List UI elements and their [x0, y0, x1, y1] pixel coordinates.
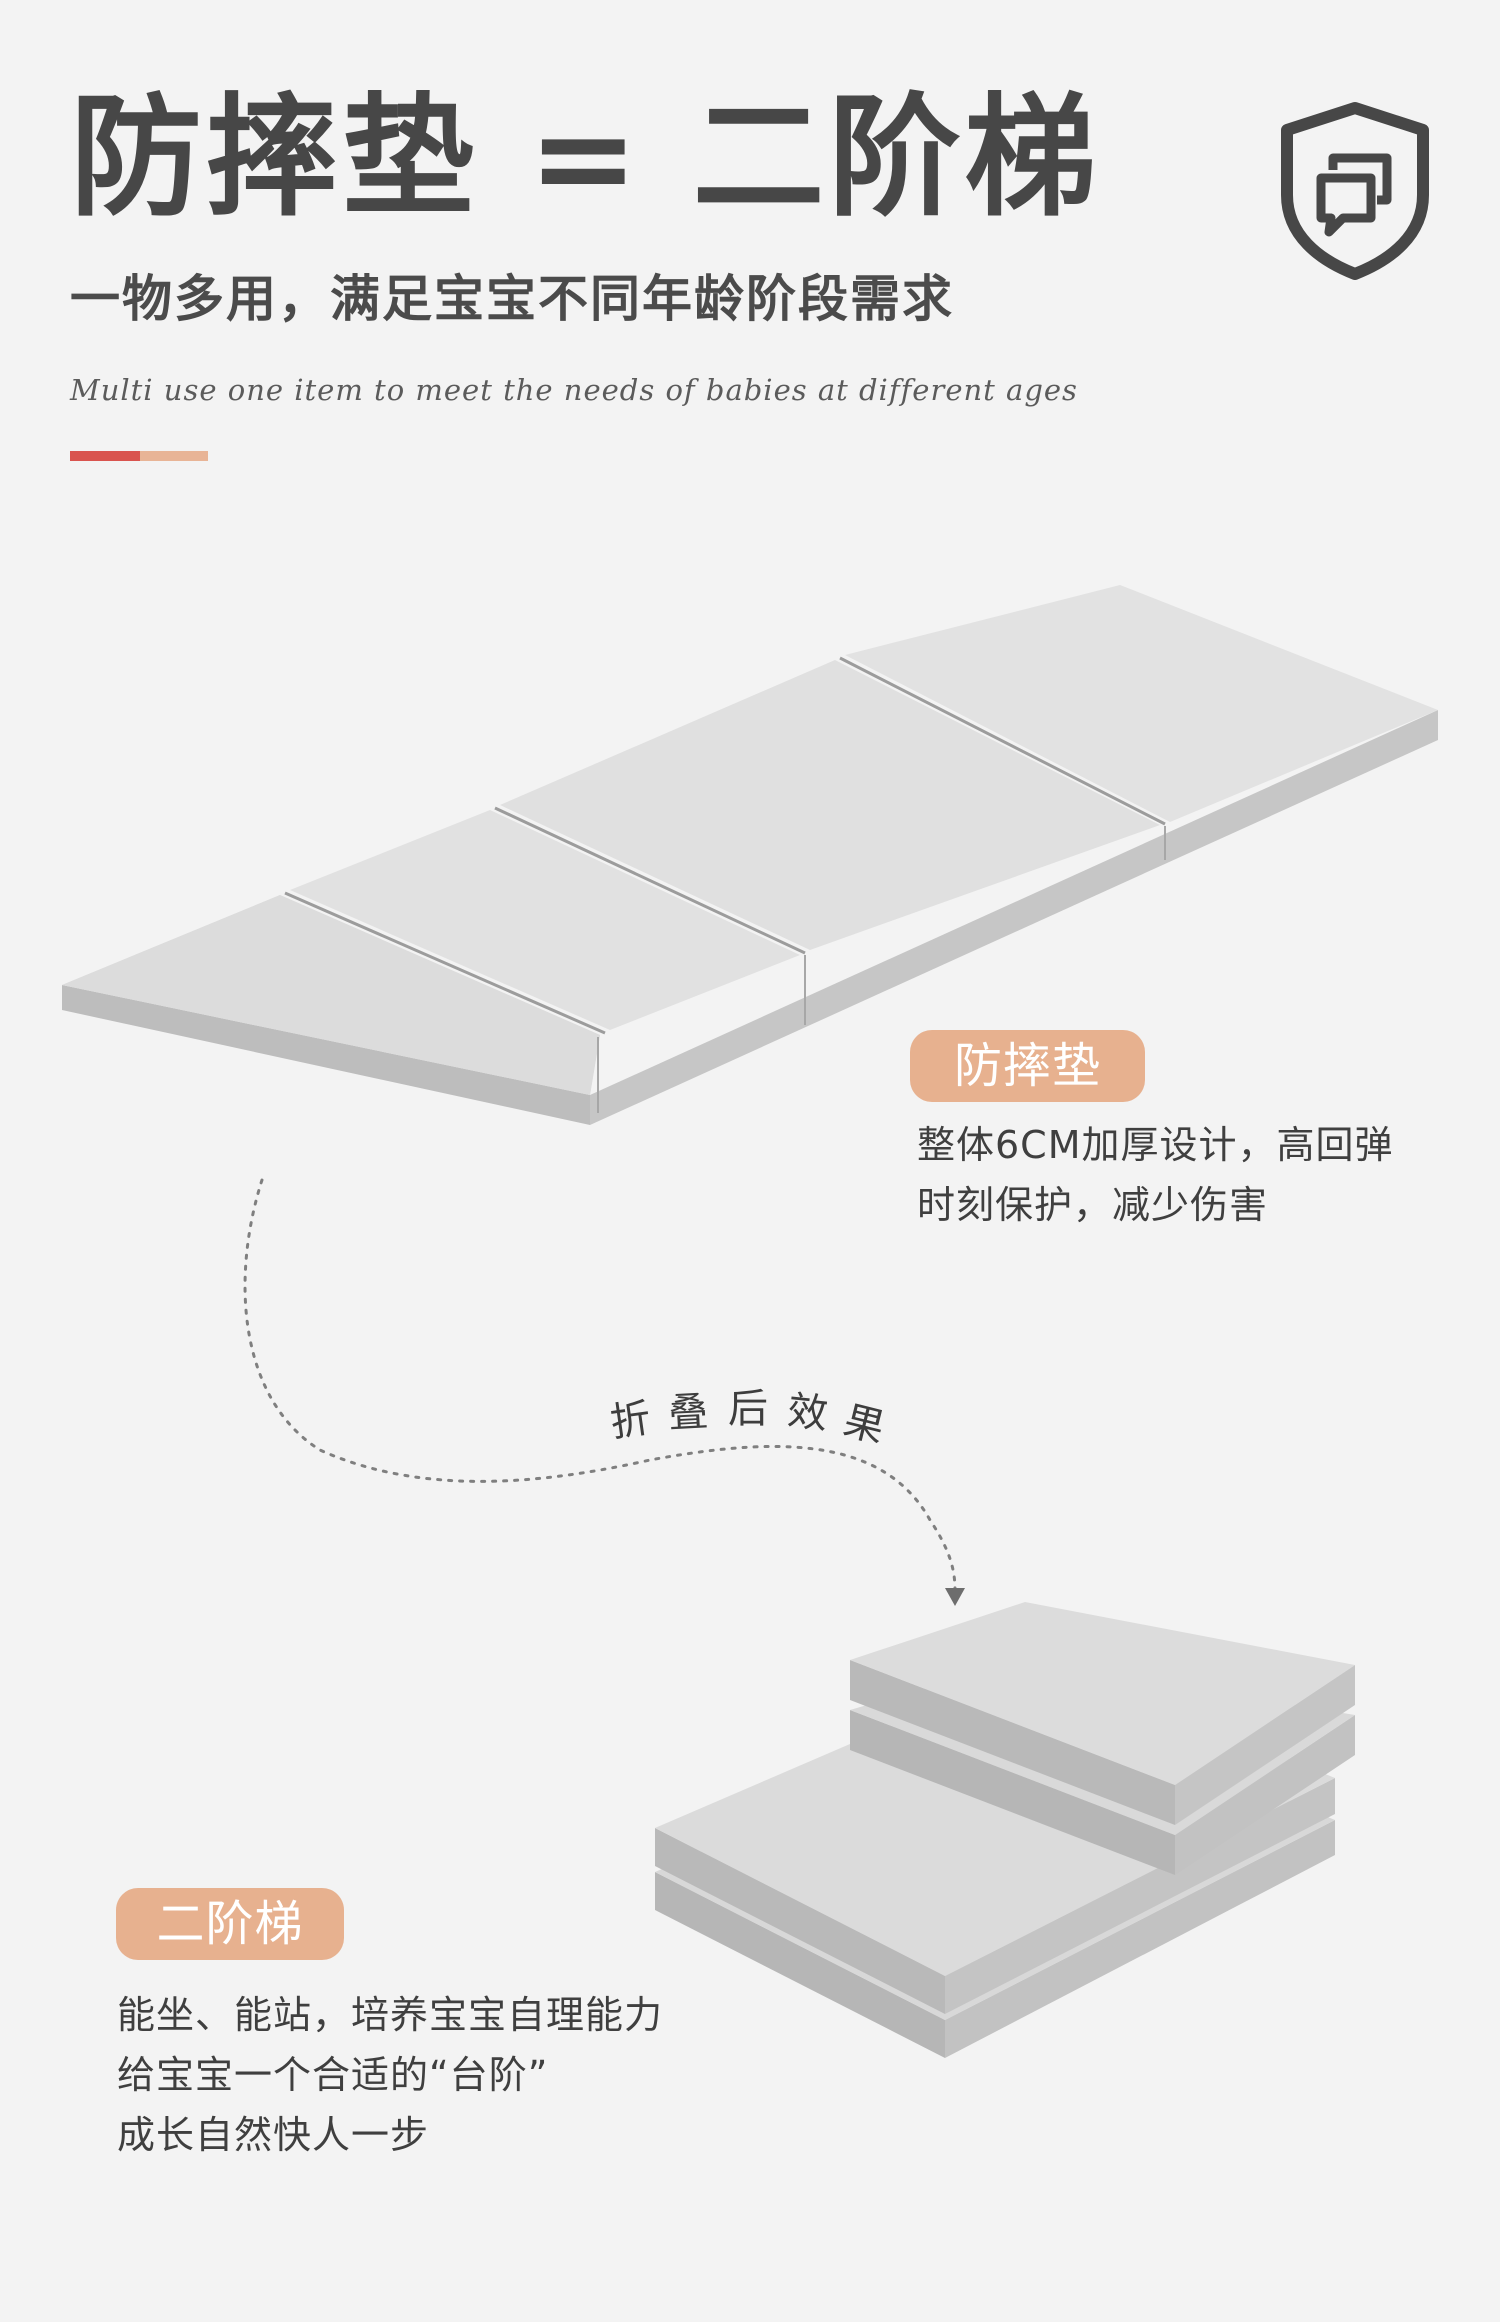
fold-label-char: 折 [607, 1395, 654, 1447]
mat-right-side [590, 710, 1438, 1125]
stairs-description-line: 给宝宝一个合适的“台阶” [117, 2053, 549, 2097]
fold-label-char: 果 [839, 1397, 890, 1453]
accent-bar-red [70, 451, 140, 461]
unfolded-mat [62, 585, 1438, 1125]
page-subtitle-english: Multi use one item to meet the needs of … [70, 373, 1078, 407]
shield-chat-icon [1281, 102, 1429, 280]
accent-bar [70, 451, 208, 461]
mat-description: 整体6CM加厚设计，高回弹 时刻保护，减少伤害 [917, 1115, 1394, 1235]
mat-badge: 防摔垫 [910, 1030, 1145, 1102]
fold-arrow-path [243, 1178, 957, 1592]
fold-label-char: 叠 [667, 1388, 710, 1438]
stairs-description-line: 能坐、能站，培养宝宝自理能力 [117, 1993, 664, 2037]
mat-panel-3 [500, 660, 1160, 950]
page-subtitle: 一物多用，满足宝宝不同年龄阶段需求 [70, 270, 954, 328]
fold-label-char: 效 [785, 1388, 830, 1438]
mat-panel-4 [845, 585, 1438, 822]
mat-panel-2 [290, 810, 800, 1030]
stairs-badge: 二阶梯 [116, 1888, 344, 1960]
fold-label-char: 后 [728, 1386, 768, 1432]
mat-description-line: 时刻保护，减少伤害 [917, 1183, 1269, 1227]
page-title: 防摔垫 = 二阶梯 [70, 81, 1101, 235]
accent-bar-peach [140, 451, 208, 461]
fold-label: 折 叠 后 效 果 [608, 1370, 910, 1452]
mat-front-side [62, 985, 590, 1125]
arrow-down-icon [945, 1588, 965, 1606]
folded-stairs [655, 1602, 1355, 2058]
stairs-description: 能坐、能站，培养宝宝自理能力 给宝宝一个合适的“台阶” 成长自然快人一步 [117, 1985, 663, 2165]
mat-panel-1-fix [62, 895, 600, 1095]
mat-description-line: 整体6CM加厚设计，高回弹 [917, 1123, 1394, 1167]
stairs-description-line: 成长自然快人一步 [117, 2113, 430, 2157]
